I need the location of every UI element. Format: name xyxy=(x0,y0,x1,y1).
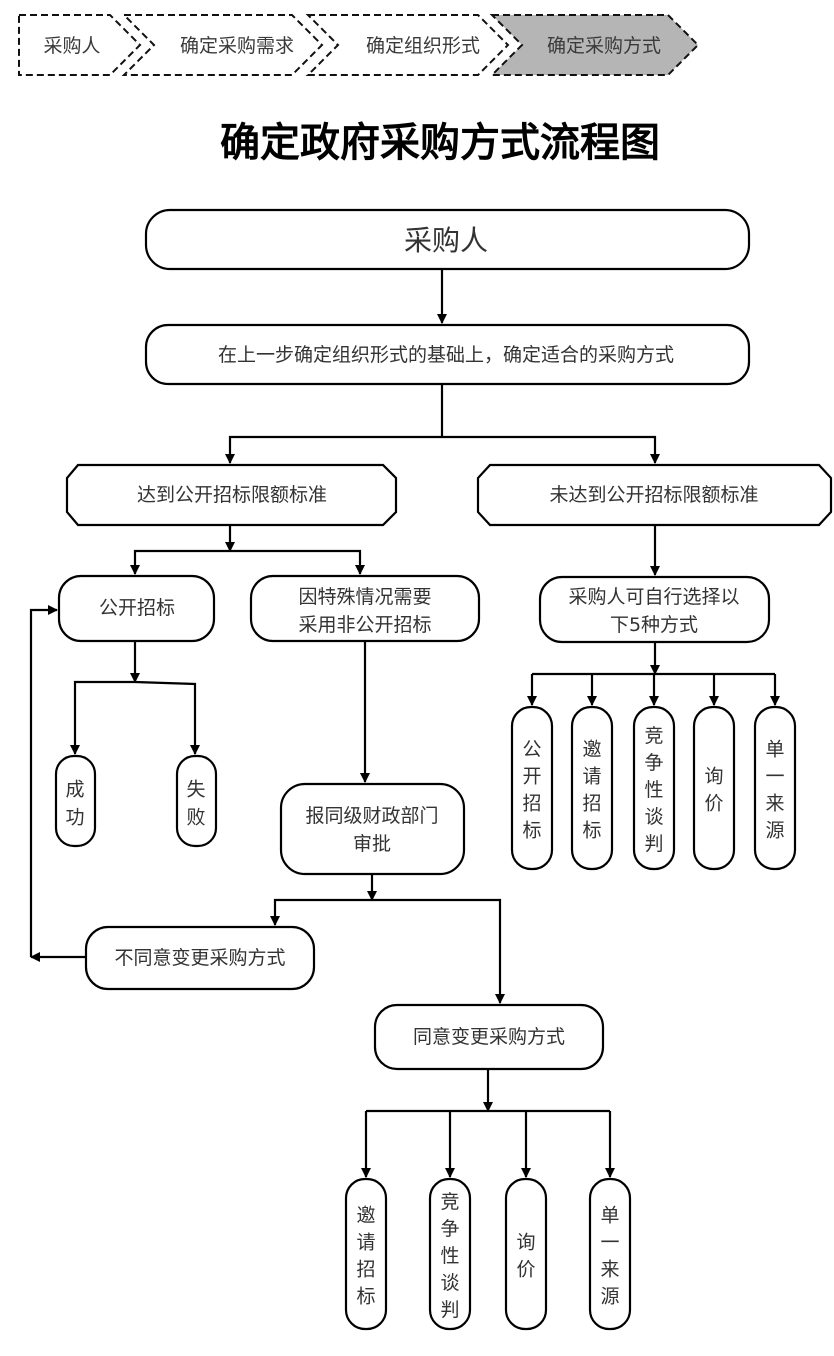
arrow-to-disagree xyxy=(270,898,372,926)
node-open-tender: 公开招标 xyxy=(57,574,216,643)
breadcrumb-step-organization[interactable]: 确定组织形式 xyxy=(305,14,510,76)
below-method-item: 询价 xyxy=(692,705,736,871)
node-label: 在上一步确定组织形式的基础上，确定适合的采购方式 xyxy=(218,344,674,366)
node-self-select: 采购人可自行选择以 下5种方式 xyxy=(538,575,771,644)
method-label: 竞争性谈判 xyxy=(440,1191,459,1321)
agree-change-methods: 邀请招标 竞争性谈判 询价 单一来源 xyxy=(344,1177,632,1331)
agree-method-item: 邀请招标 xyxy=(344,1177,388,1331)
node-report-approval: 报同级财政部门 审批 xyxy=(279,782,466,876)
method-label: 邀请招标 xyxy=(356,1205,375,1308)
node-success: 成功 xyxy=(54,754,97,848)
method-label: 单一来源 xyxy=(765,739,784,842)
agree-method-item: 单一来源 xyxy=(588,1177,632,1331)
node-reach-threshold: 达到公开招标限额标准 xyxy=(65,463,398,527)
method-label: 竞争性谈判 xyxy=(644,725,663,855)
node-label-line-1: 因特殊情况需要 xyxy=(298,586,431,608)
below-method-item: 单一来源 xyxy=(753,705,797,871)
node-label-vertical: 成功 xyxy=(65,778,84,828)
arrow-to-open-tender xyxy=(130,549,230,575)
breadcrumb-step-label: 确定采购需求 xyxy=(180,35,294,57)
node-label: 不同意变更采购方式 xyxy=(114,947,285,969)
arrow-to-success xyxy=(70,680,135,755)
node-label: 采购人 xyxy=(404,224,488,257)
method-label: 邀请招标 xyxy=(582,739,601,842)
node-label-line-1: 采购人可自行选择以 xyxy=(568,586,739,608)
below-method-item: 邀请招标 xyxy=(570,705,614,871)
node-failure: 失败 xyxy=(175,754,218,848)
method-label: 公开招标 xyxy=(522,739,541,842)
node-special-case: 因特殊情况需要 采用非公开招标 xyxy=(249,574,481,643)
below-threshold-methods: 公开招标 邀请招标 竞争性谈判 询价 单一来源 xyxy=(510,705,797,871)
below-method-item: 公开招标 xyxy=(510,705,554,871)
node-agree: 同意变更采购方式 xyxy=(373,1003,605,1071)
breadcrumb-step-label: 确定采购方式 xyxy=(547,35,661,57)
node-label-vertical: 失败 xyxy=(186,778,205,828)
node-disagree: 不同意变更采购方式 xyxy=(84,925,316,991)
node-label-line-1: 报同级财政部门 xyxy=(305,805,438,827)
arrow-to-reach-threshold xyxy=(225,435,442,464)
method-label: 询价 xyxy=(516,1232,535,1281)
arrow-to-failure xyxy=(134,680,200,755)
node-label: 未达到公开招标限额标准 xyxy=(549,484,758,506)
arrow-to-special-case xyxy=(230,549,365,575)
node-label: 同意变更采购方式 xyxy=(413,1026,565,1048)
below-method-item: 竞争性谈判 xyxy=(632,705,676,871)
node-below-threshold: 未达到公开招标限额标准 xyxy=(476,463,833,527)
agree-method-item: 询价 xyxy=(504,1177,548,1331)
node-label: 达到公开招标限额标准 xyxy=(137,484,327,506)
agree-method-item: 竞争性谈判 xyxy=(428,1177,472,1331)
method-label: 询价 xyxy=(704,766,723,815)
breadcrumb-step-method-active[interactable]: 确定采购方式 xyxy=(489,14,700,76)
node-label-line-2: 下5种方式 xyxy=(610,614,698,636)
breadcrumb-step-label: 确定组织形式 xyxy=(366,35,480,57)
breadcrumb-step-label: 采购人 xyxy=(43,35,100,57)
node-purchaser: 采购人 xyxy=(144,208,751,271)
node-label: 公开招标 xyxy=(99,597,175,619)
arrow-loop-to-open-tender xyxy=(29,605,58,957)
node-determine-method: 在上一步确定组织形式的基础上，确定适合的采购方式 xyxy=(144,323,751,386)
breadcrumb: 采购人 确定采购需求 确定组织形式 确定采购方式 xyxy=(18,14,700,76)
arrow-to-below-threshold xyxy=(442,435,660,464)
node-label-line-2: 审批 xyxy=(353,833,391,855)
breadcrumb-step-requirements[interactable]: 确定采购需求 xyxy=(121,14,324,76)
page-title: 确定政府采购方式流程图 xyxy=(220,119,660,166)
node-label-line-2: 采用非公开招标 xyxy=(298,614,431,636)
connectors xyxy=(29,269,780,1178)
arrow-to-agree xyxy=(372,898,505,1004)
breadcrumb-step-purchaser[interactable]: 采购人 xyxy=(18,14,142,76)
method-label: 单一来源 xyxy=(600,1205,619,1308)
